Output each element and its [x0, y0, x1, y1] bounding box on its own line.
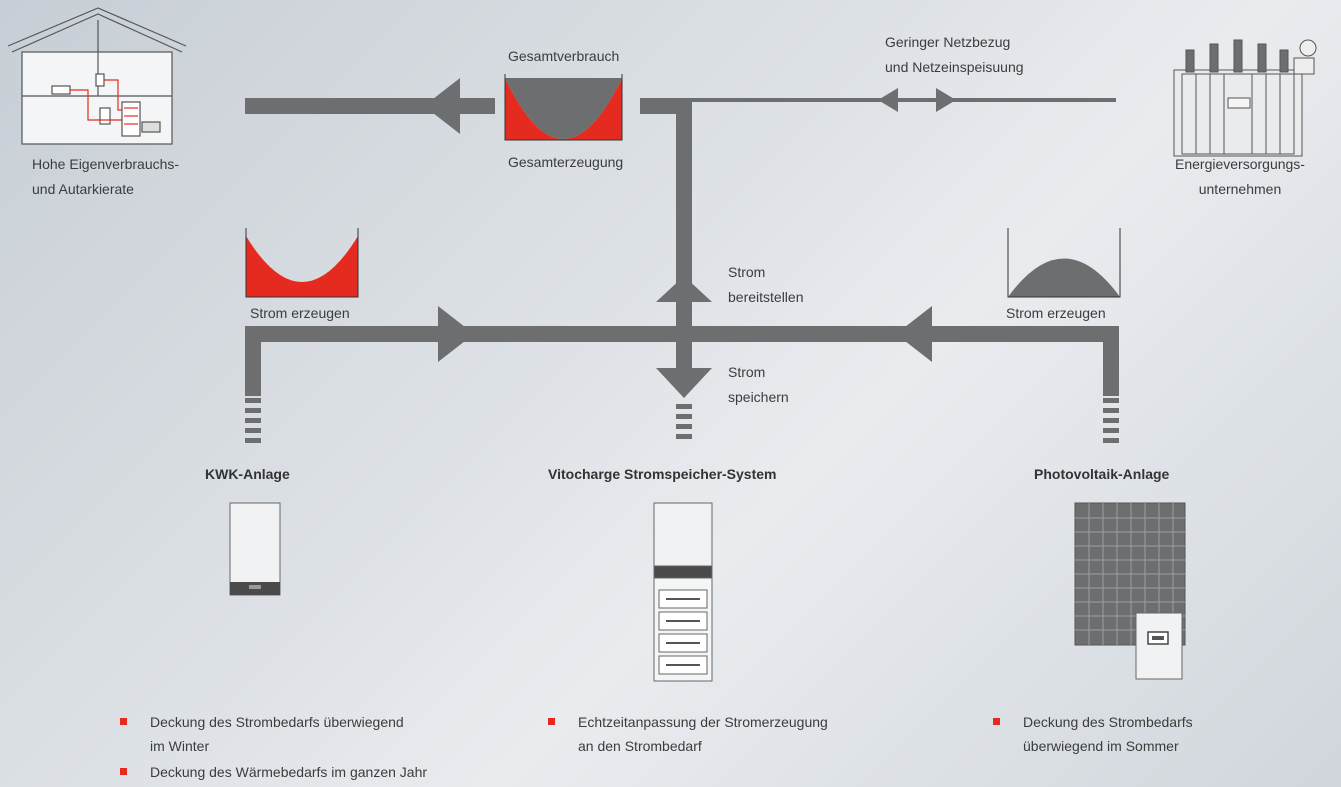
kwk-curve-label: Strom erzeugen — [250, 305, 350, 321]
arrow-pv-left — [896, 306, 932, 362]
bullet-square-icon — [120, 718, 127, 725]
grid-flow-label: Geringer Netzbezug und Netzeinspeisuung — [885, 30, 1024, 80]
storage-provide-label: Strom bereitstellen — [728, 260, 804, 310]
kwk-bullet-list: Deckung des Strombedarfs überwiegend im … — [120, 710, 427, 786]
flow-grid-line — [690, 98, 1116, 102]
kwk-bullet-2-text: Deckung des Wärmebedarfs im ganzen Jahr — [150, 764, 428, 780]
storage-store-line1: Strom — [728, 364, 766, 380]
flow-left-vertical — [245, 326, 261, 396]
flow-lines — [245, 78, 1119, 398]
kwk-curve-chart — [245, 228, 359, 298]
grid-caption-line2: unternehmen — [1198, 181, 1282, 197]
inverter-icon — [1135, 612, 1183, 680]
total-generation-label: Gesamterzeugung — [508, 154, 624, 170]
bullet-square-icon — [993, 718, 1000, 725]
flow-horizontal-main — [245, 326, 1119, 342]
house-caption-line2: und Autarkierate — [32, 181, 134, 197]
storage-system-icon — [653, 502, 713, 682]
pv-curve-label: Strom erzeugen — [1006, 305, 1106, 321]
arrow-kwk-right — [438, 306, 474, 362]
arrow-grid-left — [878, 88, 898, 112]
storage-title: Vitocharge Stromspeicher-System — [548, 466, 777, 482]
arrow-grid-right — [936, 88, 956, 112]
arrow-to-house — [424, 78, 460, 134]
storage-provide-line2: bereitstellen — [728, 289, 804, 305]
storage-store-label: Strom speichern — [728, 360, 789, 410]
storage-bullet-1-text: Echtzeitanpassung der Stromerzeugung — [578, 714, 828, 730]
pv-bullet-1-text-cont: überwiegend im Sommer — [1023, 738, 1179, 754]
kwk-bullet-1: Deckung des Strombedarfs überwiegend im … — [120, 710, 427, 758]
bullet-square-icon — [120, 768, 127, 775]
total-consumption-label: Gesamtverbrauch — [508, 48, 620, 64]
flow-right-vertical — [1103, 326, 1119, 396]
house-caption-line1: Hohe Eigenverbrauchs- — [32, 156, 180, 172]
house-icon — [7, 7, 187, 145]
flow-vertical-trunk — [676, 98, 692, 374]
storage-bullet-1-text-cont: an den Strombedarf — [578, 738, 702, 754]
storage-store-line2: speichern — [728, 389, 789, 405]
pv-bullet-1-text: Deckung des Strombedarfs — [1023, 714, 1193, 730]
grid-flow-line1: Geringer Netzbezug — [885, 34, 1011, 50]
pv-bullet-list: Deckung des Strombedarfs überwiegend im … — [993, 710, 1193, 760]
arrow-store-down — [656, 368, 712, 398]
transformer-icon — [1173, 39, 1317, 157]
house-caption: Hohe Eigenverbrauchs- und Autarkierate — [32, 152, 179, 202]
storage-bullet-1: Echtzeitanpassung der Stromerzeugung an … — [548, 710, 828, 758]
cable-end-storage — [676, 404, 692, 439]
storage-bullet-list: Echtzeitanpassung der Stromerzeugung an … — [548, 710, 828, 760]
arrow-provide-up — [656, 276, 712, 302]
kwk-bullet-2: Deckung des Wärmebedarfs im ganzen Jahr — [120, 760, 427, 784]
storage-provide-line1: Strom — [728, 264, 766, 280]
kwk-unit-icon — [229, 502, 281, 596]
cable-end-kwk — [245, 398, 261, 443]
bullet-square-icon — [548, 718, 555, 725]
pv-bullet-1: Deckung des Strombedarfs überwiegend im … — [993, 710, 1193, 758]
pv-curve-chart — [1007, 228, 1121, 298]
kwk-title: KWK-Anlage — [205, 466, 290, 482]
grid-caption-line1: Energieversorgungs- — [1175, 156, 1305, 172]
kwk-bullet-1-text-cont: im Winter — [150, 738, 210, 754]
pv-title: Photovoltaik-Anlage — [1034, 466, 1170, 482]
cable-end-pv — [1103, 398, 1119, 443]
balance-chart — [504, 74, 623, 141]
grid-caption: Energieversorgungs- unternehmen — [1170, 152, 1310, 202]
kwk-bullet-1-text: Deckung des Strombedarfs überwiegend — [150, 714, 404, 730]
cable-ends — [245, 398, 1119, 443]
grid-flow-line2: und Netzeinspeisuung — [885, 59, 1024, 75]
